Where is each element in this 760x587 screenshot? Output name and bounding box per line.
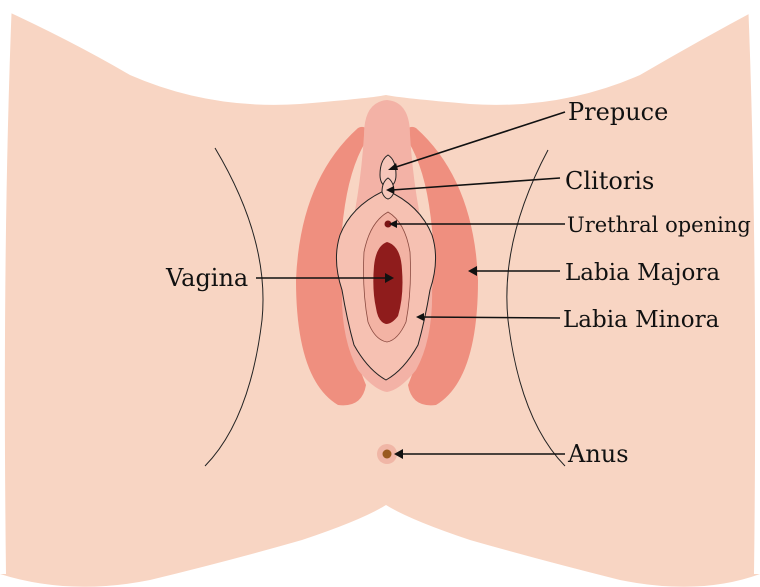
vaginal-opening xyxy=(373,242,402,324)
label-labia-majora: Labia Majora xyxy=(565,260,720,286)
label-prepuce: Prepuce xyxy=(568,98,668,126)
label-clitoris: Clitoris xyxy=(565,167,654,195)
label-vagina: Vagina xyxy=(165,264,248,292)
anus xyxy=(383,450,392,459)
label-urethral-opening: Urethral opening xyxy=(567,213,751,237)
label-anus: Anus xyxy=(567,440,629,468)
label-labia-minora: Labia Minora xyxy=(563,307,720,333)
labia-minora-pointer xyxy=(421,317,560,318)
